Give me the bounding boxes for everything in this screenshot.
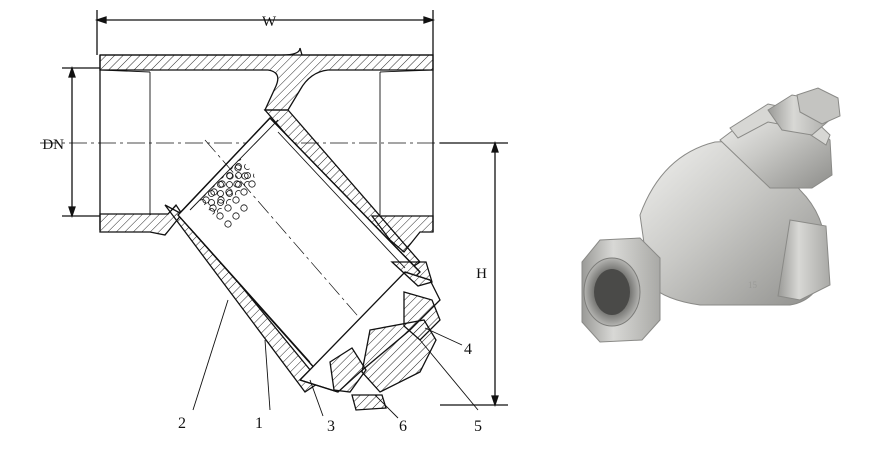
body-top-wall xyxy=(99,47,434,111)
part-number-1: 1 xyxy=(255,415,263,432)
part-number-3: 3 xyxy=(327,418,335,435)
branch-axis xyxy=(204,139,371,331)
cap-assembly xyxy=(298,261,441,411)
part-number-2: 2 xyxy=(178,415,186,432)
part-number-4: 4 xyxy=(464,341,472,358)
part-number-5: 5 xyxy=(474,418,482,435)
part-number-6: 6 xyxy=(399,418,407,435)
pipe-bore xyxy=(99,55,434,232)
technical-drawing xyxy=(40,10,508,419)
label-nominal-diameter: DN xyxy=(42,137,64,153)
nominal-diameter-dimension xyxy=(62,65,100,219)
width-dimension xyxy=(94,10,436,55)
height-dimension xyxy=(440,140,508,408)
leader-lines xyxy=(192,299,479,419)
body-bottom-wall-left xyxy=(99,203,183,236)
strainer-screen xyxy=(177,117,421,373)
body-marking: 15 xyxy=(748,280,758,290)
strainer-product-photo: 15 xyxy=(581,87,841,343)
label-height: H xyxy=(476,266,487,282)
label-width: W xyxy=(262,14,277,30)
